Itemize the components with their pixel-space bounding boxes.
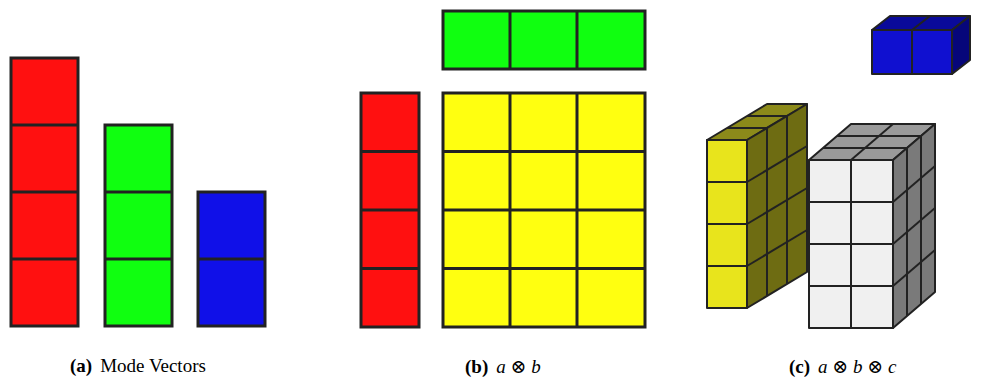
block-front xyxy=(872,30,952,74)
panel-caption: (c) a ⊗ b ⊗ c xyxy=(789,355,896,378)
caption-text: a ⊗ b xyxy=(496,355,540,378)
grid-line xyxy=(747,188,807,224)
row-vector-b xyxy=(443,11,645,69)
block-side xyxy=(747,104,807,308)
caption-text: a ⊗ b ⊗ c xyxy=(818,355,896,378)
caption-text: Mode Vectors xyxy=(100,355,206,377)
grid-line xyxy=(823,147,907,149)
block-front xyxy=(809,160,893,328)
block-side xyxy=(893,124,935,328)
grid-line xyxy=(747,230,807,266)
panel-tag: (a) xyxy=(70,355,92,377)
grid-line xyxy=(851,124,893,160)
mode-vector-b xyxy=(105,125,172,326)
panel-tag: (c) xyxy=(789,356,810,378)
grid-line xyxy=(809,201,893,203)
grid-line xyxy=(809,285,893,287)
grid-line xyxy=(707,223,747,225)
grid-line xyxy=(786,116,788,284)
mode-vector-c xyxy=(198,192,265,326)
grid-line xyxy=(809,243,893,245)
grid-line xyxy=(893,166,935,202)
grid-line xyxy=(912,16,930,30)
grid-line xyxy=(911,30,913,74)
grid-line xyxy=(707,181,747,183)
matrix-grid xyxy=(443,93,645,327)
grid-line xyxy=(893,250,935,286)
mode-vector-a xyxy=(11,58,78,326)
grid-line xyxy=(920,136,922,304)
grid-line xyxy=(906,148,908,316)
grid-line xyxy=(727,127,767,129)
grid-line xyxy=(707,265,747,267)
panel-tag: (b) xyxy=(465,356,488,378)
grid-line xyxy=(766,128,768,296)
block-side xyxy=(952,16,970,74)
grid-line xyxy=(893,208,935,244)
panel-caption: (b) a ⊗ b xyxy=(465,355,541,378)
column-vector-a xyxy=(361,93,419,327)
grid-line xyxy=(747,115,787,117)
grid-line xyxy=(837,135,921,137)
grid-line xyxy=(747,146,807,182)
panel-caption: (a) Mode Vectors xyxy=(70,355,206,377)
block-front xyxy=(707,140,747,308)
